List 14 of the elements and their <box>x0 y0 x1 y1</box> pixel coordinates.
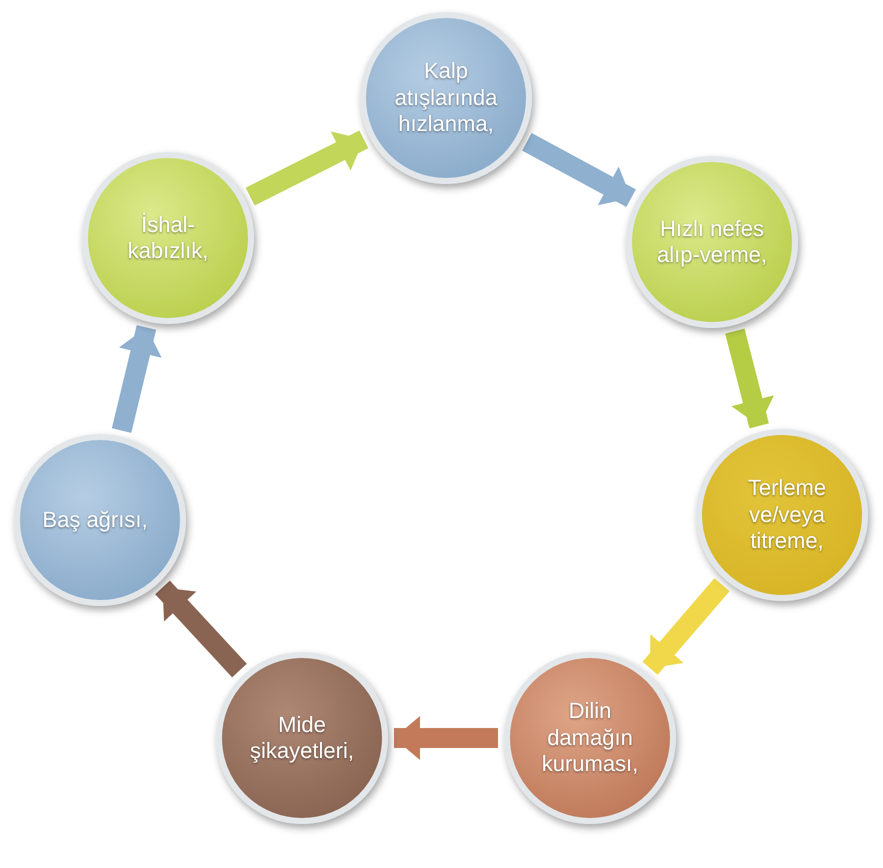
block-arrow <box>246 130 368 206</box>
block-arrow <box>394 716 498 760</box>
node-label: Dilin damağın kuruması, <box>540 698 640 778</box>
block-arrow <box>725 328 774 428</box>
node-label: İshal-kabızlık, <box>126 212 210 264</box>
block-arrow <box>522 133 636 207</box>
block-arrow <box>112 325 162 433</box>
node-label: Hızlı nefes alıp-verme, <box>656 216 768 268</box>
node-label: Terleme ve/veya titreme, <box>746 475 828 555</box>
block-arrow <box>642 578 730 675</box>
node-label: Mide şikayetleri, <box>249 712 355 764</box>
node-label: Baş ağrısı, <box>42 506 148 534</box>
block-arrow <box>155 580 247 678</box>
node-label: Kalp atışlarında hızlanma, <box>394 58 498 138</box>
